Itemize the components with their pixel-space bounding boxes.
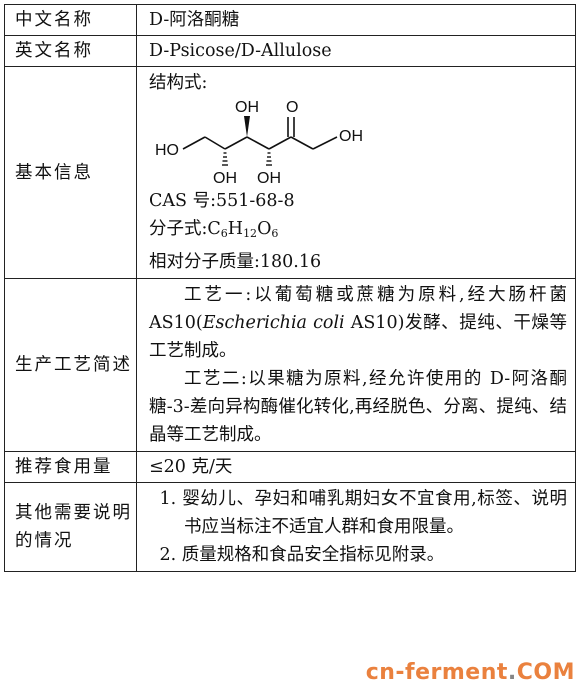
info-table: 中文名称 D-阿洛酮糖 英文名称 D-Psicose/D-Allulose 基本… — [4, 4, 576, 572]
list-item: 1. 婴幼儿、孕妇和哺乳期妇女不宜食用,标签、说明书应当标注不适宜人群和食用限量… — [159, 489, 568, 537]
formula-o-sub: 6 — [271, 227, 279, 240]
process-1-part-a: 工艺一:以葡萄糖或蔗糖为原料,经大肠杆菌 AS10( — [149, 285, 567, 333]
label-chinese-name: 中文名称 — [4, 4, 137, 36]
row-english-name: 英文名称 D-Psicose/D-Allulose — [4, 35, 576, 67]
row-basic-info: 基本信息 结构式: — [4, 66, 576, 279]
site-watermark: cn-ferment.COM — [366, 660, 575, 685]
formula-h: H — [227, 219, 244, 239]
formula-h-sub: 12 — [243, 227, 258, 240]
process-1-italic: Escherichia coli — [202, 313, 345, 333]
value-english-name: D-Psicose/D-Allulose — [136, 35, 576, 67]
structural-formula: OH O OH HO OH OH — [149, 97, 567, 187]
label-english-name: 英文名称 — [4, 35, 137, 67]
label-basic-info: 基本信息 — [4, 66, 137, 279]
row-chinese-name: 中文名称 D-阿洛酮糖 — [4, 4, 576, 36]
atom-oh-bottom-right: OH — [257, 170, 281, 187]
value-process: 工艺一:以葡萄糖或蔗糖为原料,经大肠杆菌 AS10(Escherichia co… — [136, 278, 576, 452]
structure-bonds — [182, 117, 338, 150]
value-dosage: ≤20 克/天 — [136, 451, 576, 483]
process-paragraph-1: 工艺一:以葡萄糖或蔗糖为原料,经大肠杆菌 AS10(Escherichia co… — [149, 281, 567, 365]
atom-oh-top: OH — [235, 99, 259, 116]
structure-label: 结构式: — [149, 73, 208, 93]
row-other: 其他需要说明的情况 1. 婴幼儿、孕妇和哺乳期妇女不宜食用,标签、说明书应当标注… — [4, 482, 576, 572]
label-process: 生产工艺简述 — [4, 278, 137, 452]
atom-ho-left: HO — [155, 142, 179, 159]
watermark-right: COM — [516, 660, 575, 685]
label-other: 其他需要说明的情况 — [4, 482, 137, 572]
row-process: 生产工艺简述 工艺一:以葡萄糖或蔗糖为原料,经大肠杆菌 AS10(Escheri… — [4, 278, 576, 452]
value-chinese-name: D-阿洛酮糖 — [136, 4, 576, 36]
wedge-bond — [244, 116, 250, 137]
watermark-left: cn-ferment — [365, 660, 508, 685]
watermark-dot: . — [507, 660, 517, 685]
cas-number: CAS 号:551-68-8 — [149, 191, 295, 211]
value-basic-info: 结构式: — [136, 66, 576, 279]
molecular-formula: 分子式:C6H12O6 — [149, 215, 567, 248]
process-1-part-b: AS10)发酵、提纯、干燥等工艺制成。 — [149, 313, 567, 361]
formula-o: O — [257, 219, 272, 239]
atom-oh-bottom-left: OH — [213, 170, 237, 187]
label-dosage: 推荐食用量 — [4, 451, 137, 483]
process-paragraph-2: 工艺二:以果糖为原料,经允许使用的 D-阿洛酮糖-3-差向异构酶催化转化,再经脱… — [149, 369, 567, 445]
notes-list: 1. 婴幼儿、孕妇和哺乳期妇女不宜食用,标签、说明书应当标注不适宜人群和食用限量… — [149, 485, 568, 569]
list-item: 2. 质量规格和食品安全指标见附录。 — [159, 545, 445, 565]
row-dosage: 推荐食用量 ≤20 克/天 — [4, 451, 576, 483]
formula-c-sub: 6 — [220, 227, 228, 240]
value-other: 1. 婴幼儿、孕妇和哺乳期妇女不宜食用,标签、说明书应当标注不适宜人群和食用限量… — [136, 482, 576, 572]
molecular-weight: 相对分子质量:180.16 — [149, 252, 322, 272]
formula-c: C — [207, 219, 221, 239]
formula-prefix: 分子式: — [149, 219, 208, 239]
atom-oh-right: OH — [339, 128, 363, 145]
hashed-bonds — [222, 152, 272, 166]
atom-o-top: O — [286, 99, 298, 116]
structure-diagram: OH O OH HO OH OH — [155, 99, 363, 187]
